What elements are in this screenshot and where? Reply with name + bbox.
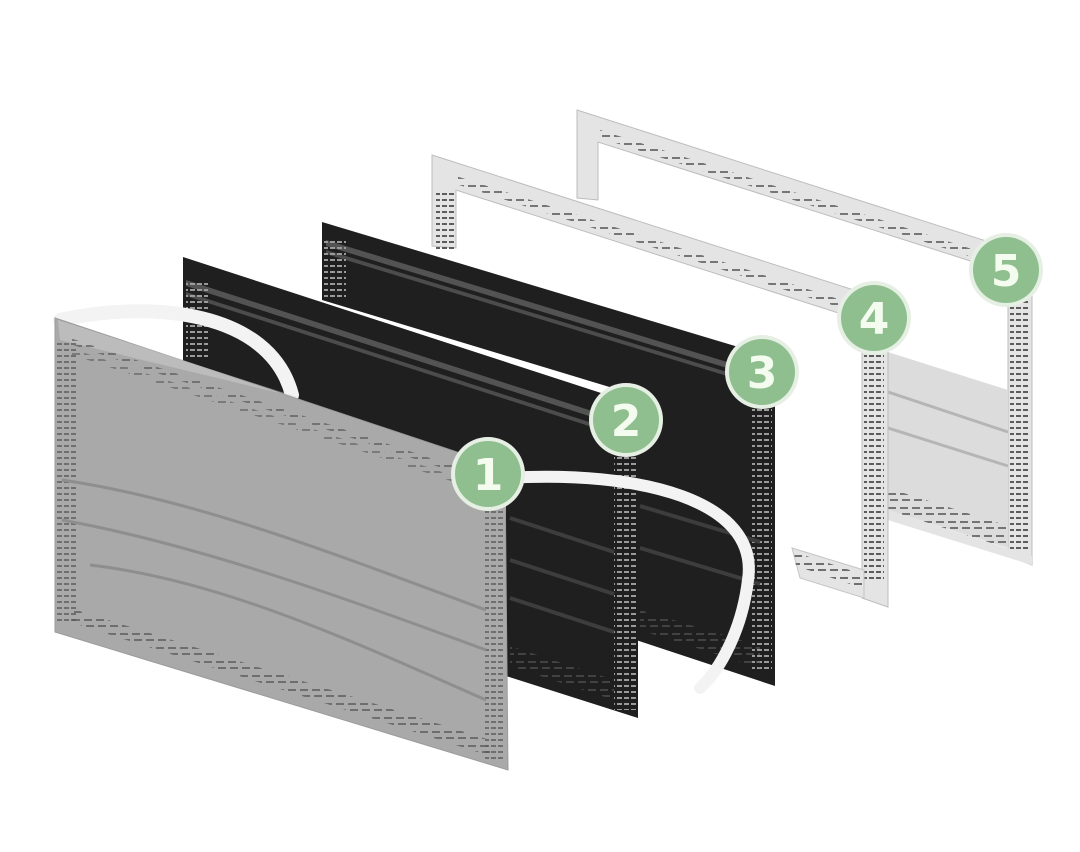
badge-layer-3: 3 — [725, 335, 799, 409]
layer-1-outer — [54, 317, 509, 771]
badge-layer-2: 2 — [589, 383, 663, 457]
layer-5-frame — [576, 109, 1033, 566]
ear-loop-left — [53, 304, 299, 402]
badge-layer-5: 5 — [969, 233, 1043, 307]
layer-3-filter — [322, 222, 775, 686]
badge-label-4: 4 — [859, 294, 890, 345]
ear-loop-right — [499, 470, 755, 694]
layer-4-frame — [431, 154, 889, 608]
layer-2-filter — [183, 257, 638, 718]
badge-layer-4: 4 — [837, 281, 911, 355]
badge-label-2: 2 — [611, 396, 642, 447]
badge-label-5: 5 — [991, 246, 1022, 297]
badge-layer-1: 1 — [451, 437, 525, 511]
badge-label-3: 3 — [747, 348, 778, 399]
badge-label-1: 1 — [473, 450, 504, 501]
